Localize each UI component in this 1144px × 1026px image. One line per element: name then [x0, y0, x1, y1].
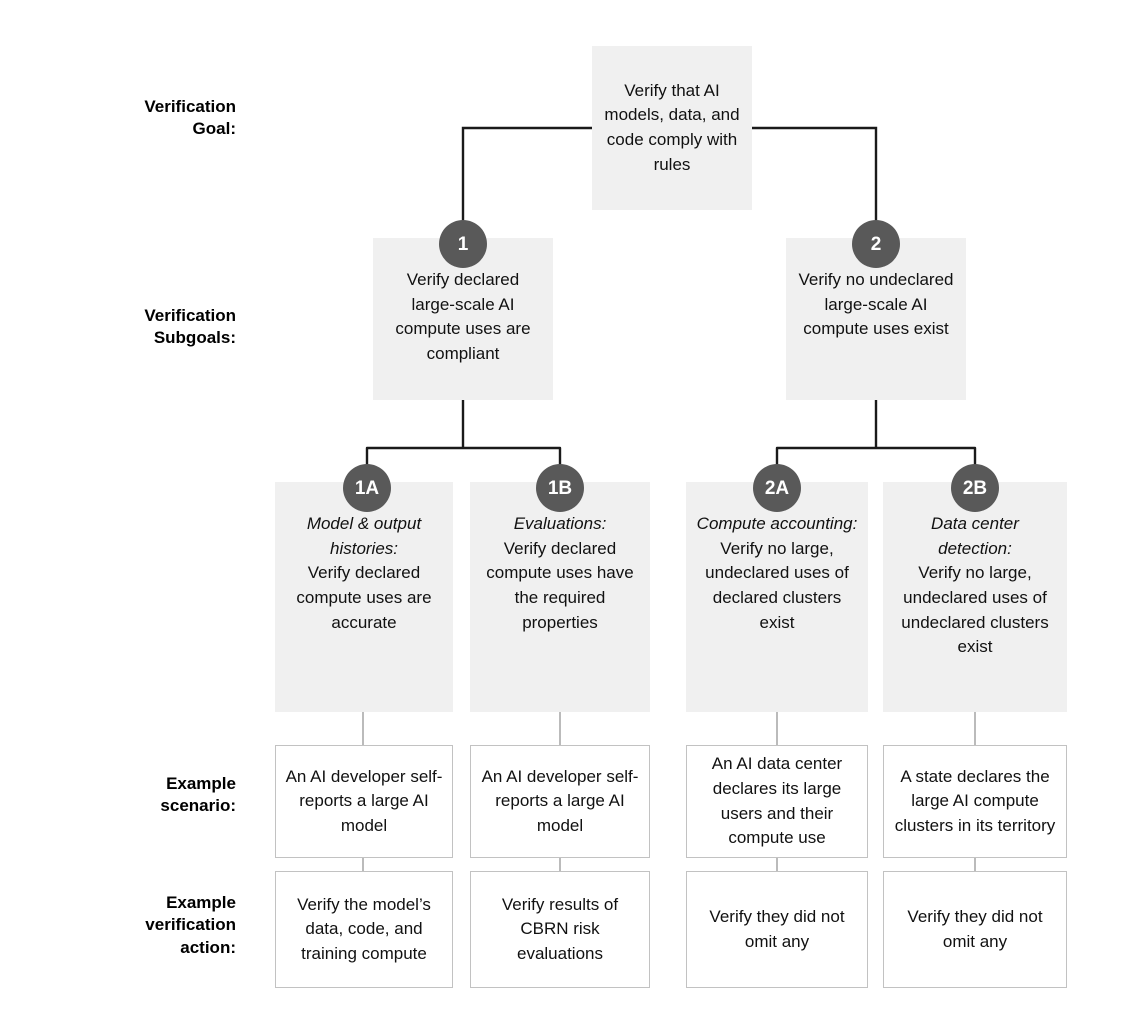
- row-label-verification-goal: Verification Goal:: [144, 97, 236, 139]
- goal-box[interactable]: Verify that AI models, data, and code co…: [592, 46, 752, 210]
- example-action-box-1a[interactable]: Verify the model’s data, code, and train…: [275, 871, 453, 988]
- example-action-text-1b: Verify results of CBRN risk evaluations: [501, 894, 619, 963]
- badge-sub-subgoal-1a: 1A: [343, 464, 391, 512]
- example-action-text-2b: Verify they did not omit any: [907, 906, 1043, 951]
- sub-subgoal-box-2a[interactable]: Compute accounting: Verify no large, und…: [686, 482, 868, 712]
- example-scenario-text-2b: A state declares the large AI compute cl…: [894, 766, 1056, 835]
- example-action-box-2a[interactable]: Verify they did not omit any: [686, 871, 868, 988]
- row-label-example-verification-action: Example verification action:: [145, 893, 236, 957]
- subgoal-box-2-text: Verify no undeclared large-scale AI comp…: [798, 270, 954, 339]
- subgoal-box-1-text: Verify declared large-scale AI compute u…: [395, 270, 531, 363]
- example-scenario-text-1b: An AI developer self-reports a large AI …: [481, 766, 639, 835]
- sub-subgoal-2b-title: Data center detection:: [931, 514, 1019, 558]
- badge-sub-subgoal-2b-label: 2B: [962, 477, 988, 499]
- badge-sub-subgoal-1b-label: 1B: [547, 477, 573, 499]
- sub-subgoal-1b-text: Verify declared compute uses have the re…: [486, 538, 634, 632]
- sub-subgoal-box-2b[interactable]: Data center detection: Verify no large, …: [883, 482, 1067, 712]
- sub-subgoal-1a-title: Model & output histories:: [306, 514, 422, 558]
- badge-sub-subgoal-2a-label: 2A: [764, 477, 790, 499]
- sub-subgoal-2a-title: Compute accounting:: [696, 514, 858, 533]
- example-scenario-text-1a: An AI developer self-reports a large AI …: [285, 766, 443, 835]
- example-scenario-box-1a[interactable]: An AI developer self-reports a large AI …: [275, 745, 453, 858]
- example-action-text-1a: Verify the model’s data, code, and train…: [297, 894, 431, 963]
- sub-subgoal-box-1b[interactable]: Evaluations: Verify declared compute use…: [470, 482, 650, 712]
- sub-subgoal-2a-text: Verify no large, undeclared uses of decl…: [705, 538, 849, 632]
- example-scenario-box-2b[interactable]: A state declares the large AI compute cl…: [883, 745, 1067, 858]
- badge-sub-subgoal-1a-label: 1A: [354, 477, 380, 499]
- sub-subgoal-box-1a[interactable]: Model & output histories: Verify declare…: [275, 482, 453, 712]
- example-action-box-2b[interactable]: Verify they did not omit any: [883, 871, 1067, 988]
- goal-box-text: Verify that AI models, data, and code co…: [604, 80, 740, 174]
- badge-subgoal-2: 2: [852, 220, 900, 268]
- example-action-box-1b[interactable]: Verify results of CBRN risk evaluations: [470, 871, 650, 988]
- badge-subgoal-1-label: 1: [457, 233, 469, 255]
- example-scenario-box-2a[interactable]: An AI data center declares its large use…: [686, 745, 868, 858]
- row-label-verification-subgoals: Verification Subgoals:: [144, 306, 236, 348]
- example-action-text-2a: Verify they did not omit any: [709, 906, 845, 951]
- example-scenario-box-1b[interactable]: An AI developer self-reports a large AI …: [470, 745, 650, 858]
- subgoal-box-1[interactable]: Verify declared large-scale AI compute u…: [373, 238, 553, 400]
- sub-subgoal-1b-title: Evaluations:: [513, 514, 607, 533]
- row-label-example-scenario: Example scenario:: [160, 774, 236, 816]
- badge-sub-subgoal-2b: 2B: [951, 464, 999, 512]
- badge-sub-subgoal-1b: 1B: [536, 464, 584, 512]
- sub-subgoal-2b-text: Verify no large, undeclared uses of unde…: [901, 563, 1049, 657]
- sub-subgoal-1a-text: Verify declared compute uses are accurat…: [296, 563, 432, 632]
- example-scenario-text-2a: An AI data center declares its large use…: [711, 754, 843, 848]
- badge-subgoal-2-label: 2: [870, 233, 882, 255]
- badge-subgoal-1: 1: [439, 220, 487, 268]
- badge-sub-subgoal-2a: 2A: [753, 464, 801, 512]
